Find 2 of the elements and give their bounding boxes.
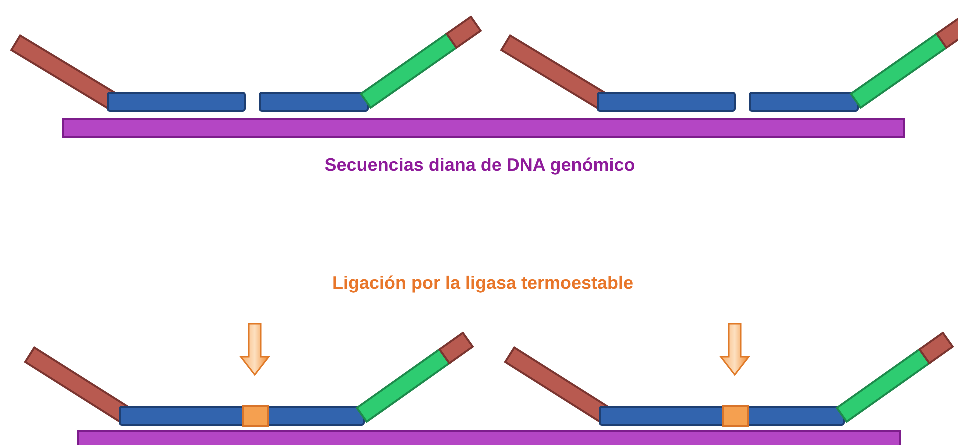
step-label: Ligación por la ligasa termoestable bbox=[331, 272, 635, 295]
caption: Secuencias diana de DNA genómico bbox=[324, 154, 636, 177]
